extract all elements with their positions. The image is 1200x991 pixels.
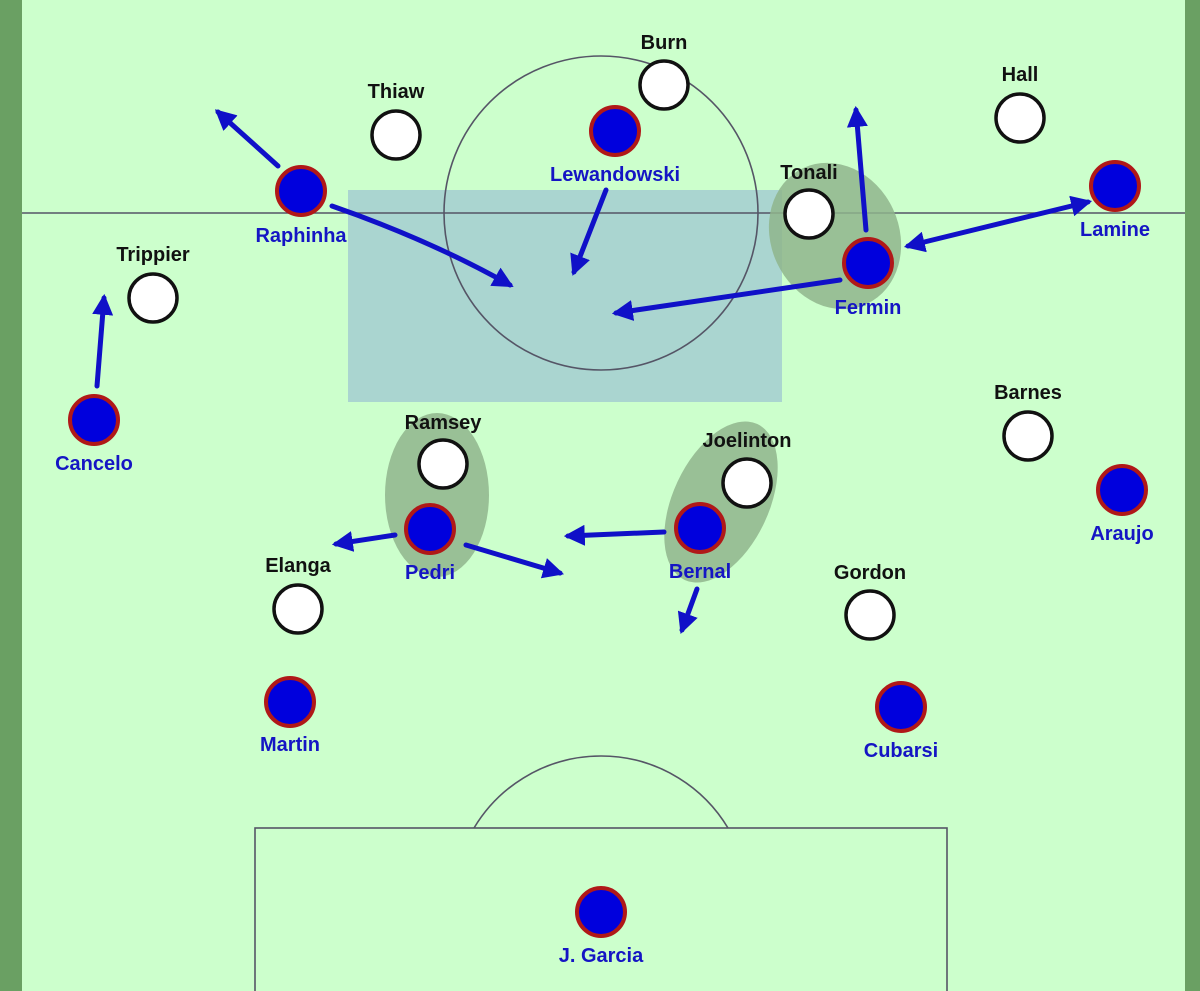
player-martin: Martin xyxy=(260,676,320,756)
arrow-cancelo-up xyxy=(92,293,114,389)
player-name: Barnes xyxy=(994,382,1062,404)
player-marker xyxy=(842,237,894,289)
player-gordon: Gordon xyxy=(834,562,906,641)
player-marker xyxy=(575,886,627,938)
player-name: Bernal xyxy=(669,561,731,583)
player-name: Thiaw xyxy=(368,81,425,103)
player-marker xyxy=(721,457,773,509)
player-ramsey: Ramsey xyxy=(405,412,483,490)
player-name: Lamine xyxy=(1080,219,1150,241)
player-raphinha: Raphinha xyxy=(255,165,347,247)
movement-arrows xyxy=(92,105,1093,634)
player-name: Fermin xyxy=(835,297,902,319)
player-marker xyxy=(275,165,327,217)
player-marker xyxy=(674,502,726,554)
player-marker xyxy=(1089,160,1141,212)
player-bernal: Bernal xyxy=(669,502,731,583)
player-cubarsi: Cubarsi xyxy=(864,681,938,762)
player-name: Gordon xyxy=(834,562,906,584)
player-marker xyxy=(127,272,179,324)
player-name: Joelinton xyxy=(703,430,792,452)
player-marker xyxy=(844,589,896,641)
player-name: Cubarsi xyxy=(864,740,938,762)
player-hall: Hall xyxy=(994,64,1046,144)
player-name: Hall xyxy=(1002,64,1039,86)
player-name: Elanga xyxy=(265,555,331,577)
arrow-pedri-right xyxy=(463,542,565,579)
player-trippier: Trippier xyxy=(116,244,190,324)
arrow-fermin-up xyxy=(846,105,869,233)
player-name: Pedri xyxy=(405,562,455,584)
player-marker xyxy=(1096,464,1148,516)
player-thiaw: Thiaw xyxy=(368,81,425,161)
player-marker xyxy=(264,676,316,728)
pitch-surface xyxy=(22,0,1185,991)
player-marker xyxy=(1002,410,1054,462)
arrow-bernal-down xyxy=(677,586,700,634)
player-marker xyxy=(875,681,927,733)
arrow-raphinha-inside xyxy=(329,203,514,288)
player-lewandowski: Lewandowski xyxy=(550,105,680,186)
arrow-lewandowski-drop xyxy=(570,187,609,276)
player-garcia: J. Garcia xyxy=(559,886,644,967)
player-tonali: Tonali xyxy=(780,162,838,240)
player-elanga: Elanga xyxy=(265,555,332,635)
player-marker xyxy=(370,109,422,161)
arrow-pedri-left xyxy=(331,531,398,552)
player-name: J. Garcia xyxy=(559,945,644,967)
arrow-bernal-left xyxy=(563,524,667,546)
player-name: Cancelo xyxy=(55,453,133,475)
player-name: Tonali xyxy=(780,162,837,184)
penalty-arc xyxy=(473,755,729,829)
white-team: Burn Thiaw Hall Tonali Trippier Ramsey J… xyxy=(116,32,1062,641)
player-name: Araujo xyxy=(1090,523,1153,545)
arrow-lamine-fermin xyxy=(903,195,1093,253)
player-cancelo: Cancelo xyxy=(55,394,133,475)
player-pedri: Pedri xyxy=(404,503,456,584)
player-name: Burn xyxy=(641,32,688,54)
penalty-box xyxy=(254,827,948,991)
center-circle xyxy=(443,55,759,371)
blue-team: Raphinha Lewandowski Fermin Lamine Cance… xyxy=(55,105,1154,967)
player-name: Martin xyxy=(260,734,320,756)
player-burn: Burn xyxy=(638,32,690,111)
player-name: Ramsey xyxy=(405,412,483,434)
player-name: Trippier xyxy=(116,244,190,266)
player-name: Lewandowski xyxy=(550,164,680,186)
arrow-raphinha-back xyxy=(214,109,281,169)
player-marker xyxy=(68,394,120,446)
player-marker xyxy=(589,105,641,157)
arrow-fermin-inside xyxy=(611,277,843,321)
player-marker xyxy=(783,188,835,240)
player-araujo: Araujo xyxy=(1090,464,1154,545)
player-barnes: Barnes xyxy=(994,382,1062,462)
player-marker xyxy=(404,503,456,555)
player-marker xyxy=(994,92,1046,144)
player-lamine: Lamine xyxy=(1080,160,1150,241)
highlight-zone xyxy=(348,190,782,402)
player-name: Raphinha xyxy=(255,225,347,247)
player-fermin: Fermin xyxy=(835,237,902,319)
player-marker xyxy=(272,583,324,635)
player-marker xyxy=(638,59,690,111)
player-joelinton: Joelinton xyxy=(703,430,792,509)
player-marker xyxy=(417,438,469,490)
